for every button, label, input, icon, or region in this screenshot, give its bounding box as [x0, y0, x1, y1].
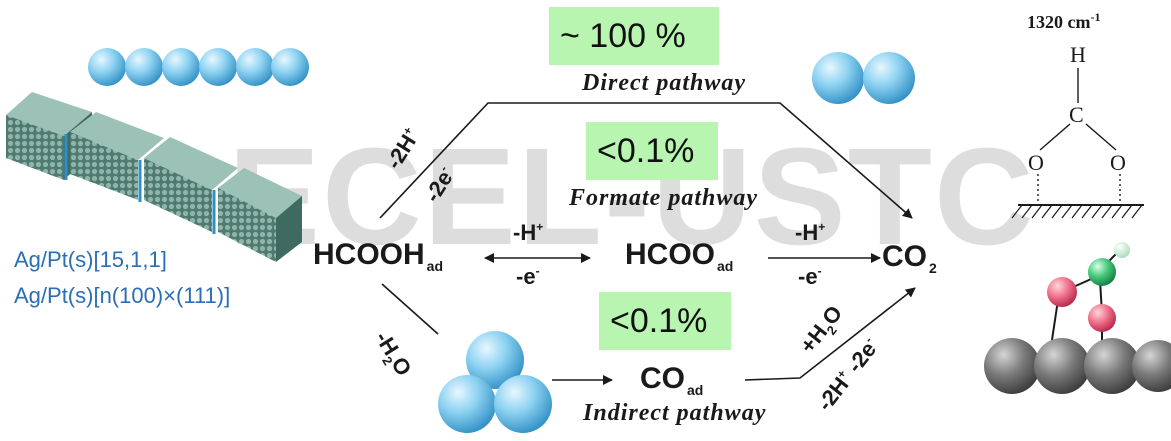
- surface-label-terraced: Ag/Pt(s)[n(100)×(111)]: [14, 283, 231, 308]
- formate-step1-proton: -H+: [513, 220, 544, 245]
- formate-pathway-label: Formate pathway: [569, 185, 759, 211]
- indirect-arrow-to-co2: [744, 287, 916, 381]
- surface-hatching: [1011, 204, 1143, 219]
- atom-label-h: H: [1070, 42, 1086, 67]
- formate-step2-proton: -H+: [795, 220, 826, 245]
- surface-label-stepped: Ag/Pt(s)[15,1,1]: [14, 247, 167, 272]
- dehydration-line: [381, 283, 439, 335]
- atom-row-six: [88, 48, 309, 86]
- direct-pathway-label: Direct pathway: [582, 70, 746, 96]
- indirect-pathway-label: Indirect pathway: [583, 400, 767, 426]
- formate-ball-model: [984, 242, 1171, 394]
- formate-structure-lines: [1018, 68, 1144, 206]
- atom-label-o-right: O: [1110, 150, 1126, 175]
- indirect-percent: <0.1%: [610, 302, 708, 340]
- wavenumber-label: 1320 cm-1: [1027, 10, 1101, 32]
- atom-triangle: [438, 331, 552, 433]
- atom-pair: [812, 52, 915, 104]
- atom-label-o-left: O: [1028, 150, 1044, 175]
- formate-step2-electron: -e-: [798, 264, 822, 289]
- formate-step1-electron: -e-: [516, 264, 540, 289]
- direct-pathway-arrow: [379, 102, 913, 219]
- indirect-percent-box: [599, 292, 731, 350]
- direct-percent: ~ 100 %: [560, 17, 686, 55]
- atom-label-c: C: [1069, 102, 1084, 127]
- direct-percent-box: [549, 7, 719, 65]
- formate-percent-box: [586, 122, 718, 180]
- formate-percent: <0.1%: [597, 132, 695, 170]
- stepped-crystal-surface: [6, 92, 302, 262]
